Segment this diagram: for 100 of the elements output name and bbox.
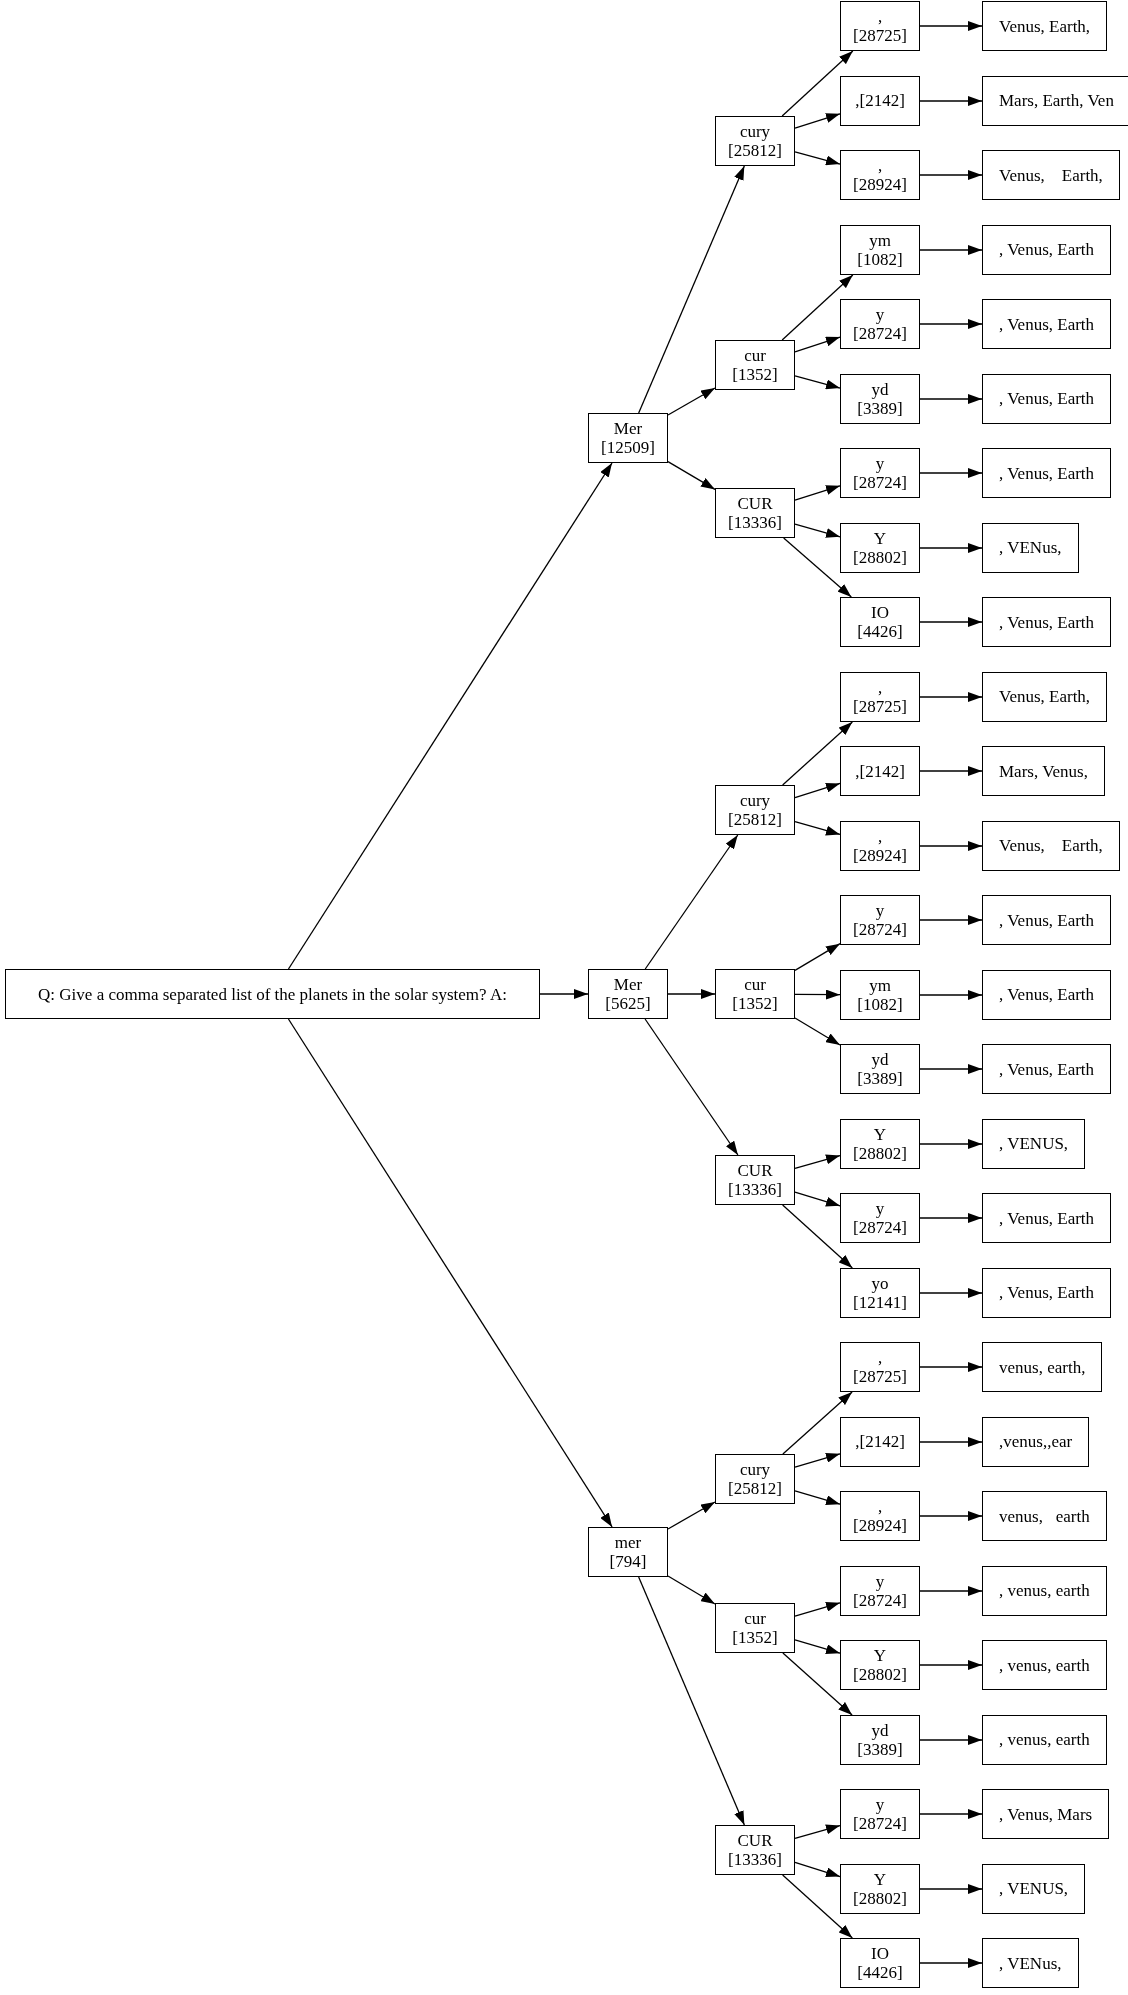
node-text: IO	[871, 1944, 889, 1963]
node-text: Y	[873, 528, 887, 548]
arrow	[919, 245, 983, 255]
node-text: , Venus, Earth	[999, 1283, 1095, 1302]
arrow	[667, 1501, 716, 1530]
node-text: yd	[871, 1720, 889, 1740]
node-text: Mer	[613, 419, 643, 438]
token-box	[715, 488, 795, 538]
arrow	[919, 394, 983, 404]
node-text: , VENUS,	[999, 1134, 1069, 1153]
arrow	[919, 1660, 983, 1670]
token-box	[840, 448, 920, 498]
node-text: [28924]	[853, 1516, 907, 1535]
node-text: y	[875, 1571, 885, 1591]
node-text: , venus, earth	[999, 1655, 1090, 1675]
token-box	[840, 1640, 920, 1690]
node-text: Y	[873, 1869, 887, 1889]
token-box	[840, 373, 920, 424]
node-text: [1352]	[732, 365, 778, 384]
node-text: Mer	[613, 975, 643, 994]
node-text: [28924]	[853, 175, 907, 194]
node-text: , VENus,	[999, 1953, 1062, 1973]
arrow	[919, 841, 983, 851]
token-box	[715, 1155, 795, 1205]
node-text: ,venus,,ear	[999, 1432, 1073, 1451]
node-text: [28802]	[853, 547, 907, 567]
arrow	[919, 1809, 983, 1819]
node-text: ym	[869, 975, 891, 995]
token-box	[588, 413, 668, 463]
arrow	[794, 1191, 841, 1207]
node-text: [13336]	[728, 1180, 782, 1199]
arrow	[794, 1453, 841, 1468]
node-text: cur	[744, 975, 766, 994]
node-text: [12509]	[601, 438, 655, 457]
arrow	[919, 170, 983, 180]
token-box	[840, 150, 920, 200]
node-text: venus, earth	[999, 1506, 1090, 1526]
completion-box	[982, 1863, 1086, 1914]
node-text: y	[875, 1795, 885, 1814]
node-text: cur	[744, 346, 766, 365]
node-text: , Venus, Earth	[999, 240, 1095, 259]
arrow	[794, 820, 841, 836]
completion-box	[982, 1938, 1079, 1988]
arrow	[794, 1824, 841, 1840]
arrow	[919, 1735, 983, 1745]
node-text: cur	[744, 1609, 766, 1628]
node-text: cury	[739, 1460, 771, 1479]
node-text: [13336]	[728, 1850, 782, 1869]
arrow	[667, 387, 716, 416]
completion-box	[982, 1193, 1112, 1243]
node-text: [28724]	[853, 1218, 907, 1237]
arrow	[919, 692, 983, 702]
completion-box	[982, 597, 1112, 647]
arrow	[794, 1154, 841, 1170]
completion-box	[982, 895, 1112, 945]
completion-box	[982, 1416, 1090, 1467]
token-box	[715, 969, 795, 1019]
node-text: ym	[869, 230, 891, 250]
node-text: [1352]	[732, 994, 778, 1013]
completion-box	[982, 75, 1128, 126]
token-box	[840, 75, 920, 126]
arrow	[794, 1861, 841, 1878]
node-text: ,	[877, 1348, 883, 1367]
arrow	[919, 766, 983, 776]
node-text: [25812]	[728, 141, 782, 160]
node-text: [3389]	[857, 398, 903, 418]
arrow	[919, 21, 983, 31]
node-text: [28724]	[853, 1590, 907, 1610]
arrow	[794, 943, 841, 971]
token-box	[840, 299, 920, 349]
node-text: ,	[877, 7, 883, 26]
node-text: [28725]	[853, 26, 907, 45]
completion-box	[982, 1789, 1110, 1839]
arrow	[919, 617, 983, 627]
completion-box	[982, 1714, 1107, 1765]
arrow	[644, 834, 739, 970]
node-text: [25812]	[728, 1479, 782, 1498]
token-box	[840, 1416, 920, 1467]
arrow	[919, 915, 983, 925]
completion-box	[982, 522, 1079, 573]
arrow	[782, 1874, 853, 1939]
token-box	[715, 116, 795, 166]
node-text: [1082]	[857, 249, 903, 269]
completion-box	[982, 373, 1112, 424]
token-box	[840, 671, 920, 722]
arrow	[794, 523, 841, 538]
node-text: y	[875, 901, 885, 920]
token-box	[715, 1603, 795, 1653]
completion-box	[982, 746, 1105, 796]
node-text: [28802]	[853, 1888, 907, 1908]
node-text: venus, earth,	[999, 1357, 1086, 1377]
completion-box	[982, 224, 1112, 275]
arrow	[794, 782, 841, 799]
node-text: [28724]	[853, 920, 907, 939]
node-text: cury	[739, 791, 771, 810]
token-box	[840, 522, 920, 573]
arrow	[287, 462, 613, 970]
node-text: [28725]	[853, 1367, 907, 1386]
node-text: Mars, Venus,	[999, 761, 1088, 781]
node-text: , Venus, Earth	[999, 1208, 1095, 1228]
